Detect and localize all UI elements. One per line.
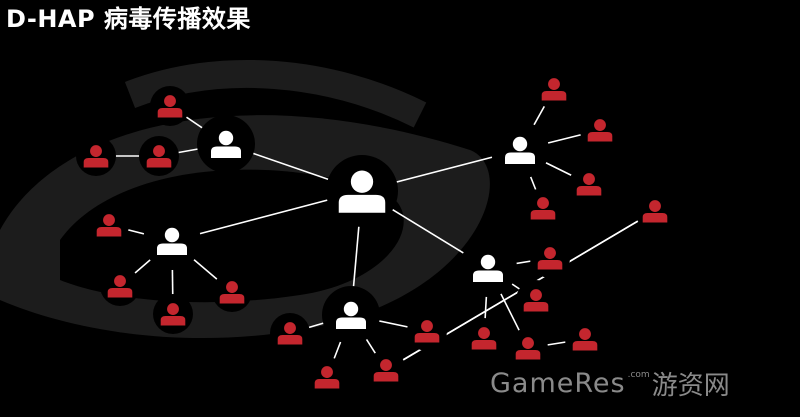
infected-user-node: [508, 328, 548, 368]
infected-user-node: [407, 311, 447, 351]
person-icon: [157, 95, 183, 118]
infected-user-node: [464, 318, 504, 358]
infected-user-node: [366, 350, 406, 390]
person-icon: [471, 327, 497, 350]
person-icon: [530, 197, 556, 220]
page-title: D-HAP 病毒传播效果: [6, 5, 251, 33]
infected-user-node: [89, 205, 129, 245]
infected-user-node: [565, 319, 605, 359]
infected-user-node: [530, 238, 570, 278]
healthy-user-node: [197, 115, 255, 173]
person-icon: [160, 303, 186, 326]
infected-user-node: [516, 280, 556, 320]
infected-user-node: [139, 136, 179, 176]
person-icon: [314, 366, 340, 389]
person-icon: [642, 200, 668, 223]
person-icon: [523, 289, 549, 312]
infected-user-node: [270, 313, 310, 353]
infected-user-node: [580, 110, 620, 150]
person-icon: [146, 145, 172, 168]
watermark-brand: GameRes: [490, 367, 626, 399]
person-icon: [515, 337, 541, 360]
nodes-layer: [76, 69, 675, 397]
infected-user-node: [534, 69, 574, 109]
person-icon: [211, 130, 241, 158]
healthy-user-node: [143, 212, 201, 270]
infected-user-node: [100, 266, 140, 306]
person-icon: [541, 78, 567, 101]
person-icon: [473, 254, 503, 282]
infected-user-node: [635, 191, 675, 231]
infected-user-node: [150, 86, 190, 126]
watermark: GameRes .com 游资网: [490, 360, 730, 406]
person-icon: [576, 173, 602, 196]
healthy-user-node: [459, 239, 517, 297]
person-icon: [157, 227, 187, 255]
person-icon: [96, 214, 122, 237]
person-icon: [505, 136, 535, 164]
infected-user-node: [153, 294, 193, 334]
healthy-user-node: [322, 286, 380, 344]
person-icon: [83, 145, 109, 168]
healthy-user-node: [326, 155, 398, 227]
person-icon: [537, 247, 563, 270]
person-icon: [414, 320, 440, 343]
healthy-user-node: [491, 121, 549, 179]
person-icon: [572, 328, 598, 351]
person-icon: [277, 322, 303, 345]
person-icon: [219, 281, 245, 304]
infected-user-node: [76, 136, 116, 176]
infected-user-node: [212, 272, 252, 312]
logo-arc: [124, 59, 427, 128]
watermark-domain: .com: [627, 370, 650, 380]
infected-user-node: [523, 188, 563, 228]
person-icon: [587, 119, 613, 142]
person-icon: [107, 275, 133, 298]
infected-user-node: [569, 164, 609, 204]
person-icon: [338, 170, 386, 213]
person-icon: [336, 301, 366, 329]
infected-user-node: [307, 357, 347, 397]
person-icon: [373, 359, 399, 382]
watermark-name: 游资网: [651, 370, 730, 401]
